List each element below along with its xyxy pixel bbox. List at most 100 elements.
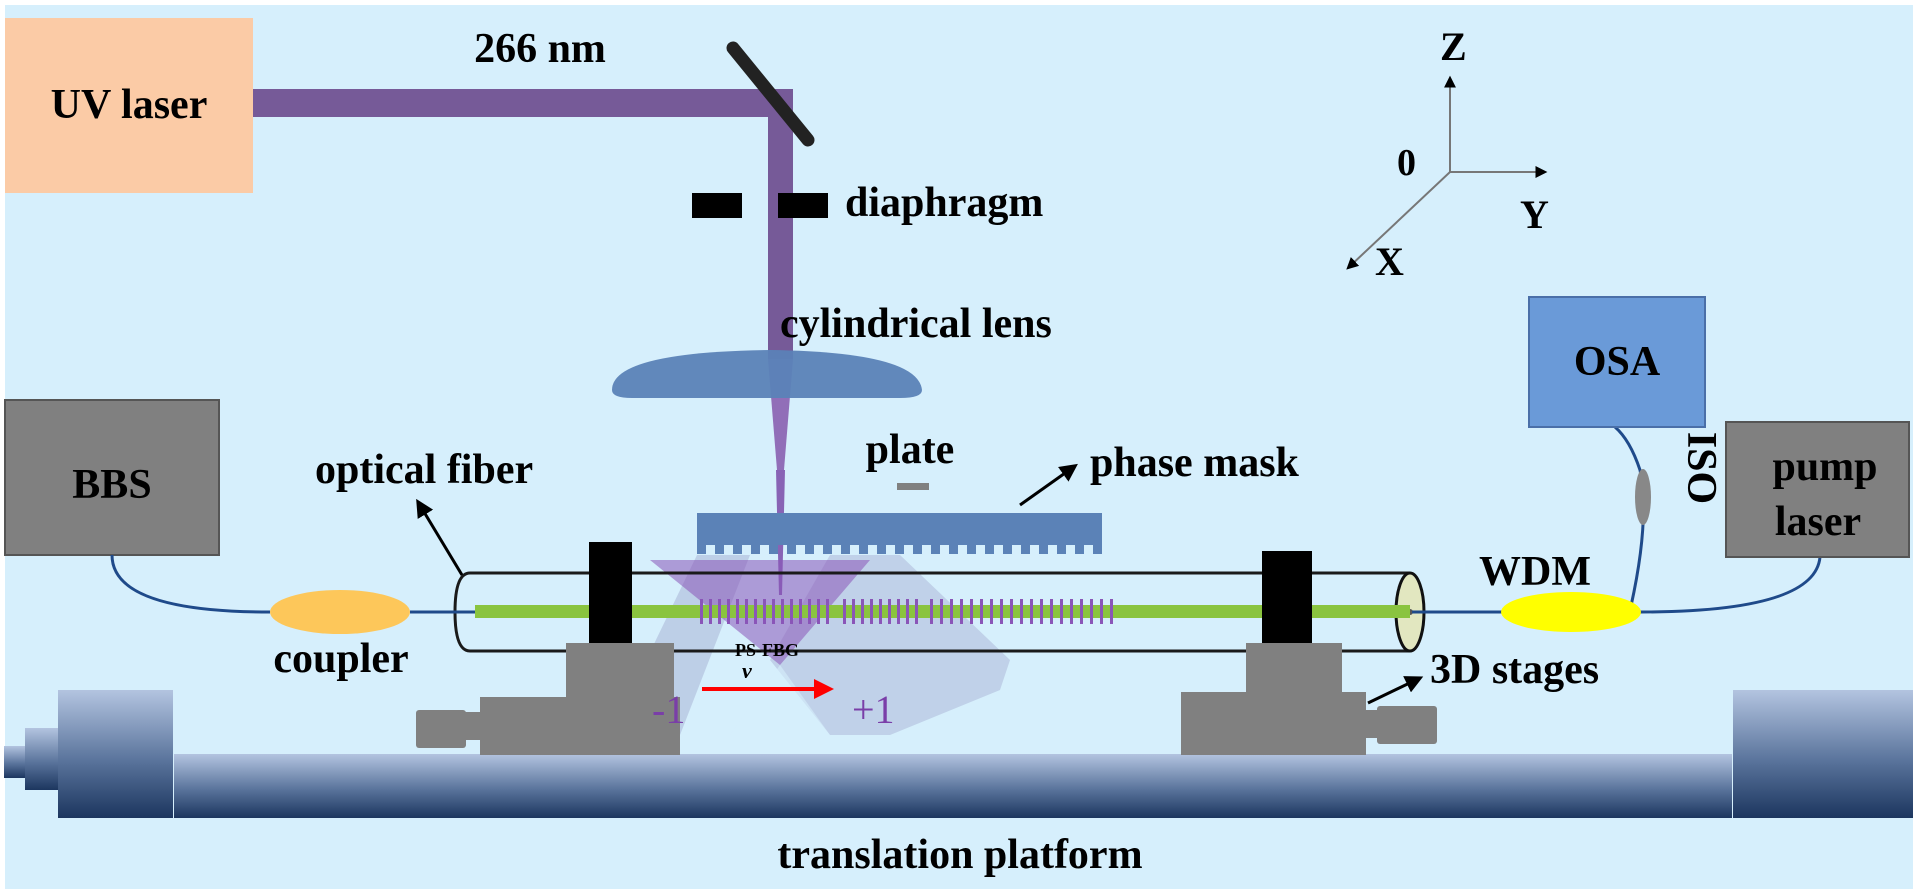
grating-line — [980, 599, 983, 624]
plus-one-order-label: +1 — [852, 687, 895, 732]
stage-left-upper — [566, 643, 674, 703]
beam-vertical — [768, 89, 793, 359]
x-axis — [1346, 171, 1451, 270]
detection-branch: ISO WDM OSA pump laser — [1412, 296, 1910, 632]
cylindrical-lens: cylindrical lens — [612, 301, 1052, 398]
rail-bar — [174, 754, 1732, 818]
uv-laser-box — [5, 18, 253, 193]
phase-mask-tooth — [1057, 545, 1066, 554]
phase-mask-tooth — [1021, 545, 1030, 554]
fiber-clamp-left — [589, 542, 632, 647]
phase-mask-tooth — [985, 545, 994, 554]
grating-line — [879, 599, 882, 624]
stages-label: 3D stages — [1430, 647, 1599, 693]
grating-line — [843, 599, 846, 624]
wavelength-label: 266 nm — [474, 26, 606, 72]
pump-fiber — [1639, 556, 1822, 614]
stage-left-lower — [480, 697, 680, 755]
phase-mask-body — [697, 513, 1102, 545]
grating-line — [1100, 599, 1103, 624]
background-panel — [5, 5, 1913, 889]
phase-mask-tooth — [1003, 545, 1012, 554]
grating-line — [906, 599, 909, 624]
grating-line — [709, 599, 712, 624]
translation-platform — [4, 690, 1913, 818]
bbs-fiber — [110, 554, 271, 614]
bbs-box — [4, 399, 220, 556]
pump-laser-label-line1: pump — [1772, 444, 1877, 490]
phase-mask-tooth — [931, 545, 940, 554]
grating-line — [754, 599, 757, 624]
fbg-grating-lines — [700, 599, 1113, 624]
phase-mask-tooth — [949, 545, 958, 554]
translation-platform-label: translation platform — [777, 832, 1142, 878]
phase-mask-tooth — [877, 545, 886, 554]
grating-line — [1050, 599, 1053, 624]
phase-mask-tooth — [967, 545, 976, 554]
grating-line — [781, 599, 784, 624]
grating-line — [915, 599, 918, 624]
grating-line — [1020, 599, 1023, 624]
grating-line — [745, 599, 748, 624]
plate-shape — [897, 483, 929, 490]
phase-mask-grating-teeth — [697, 545, 1102, 554]
grating-line — [1010, 599, 1013, 624]
grating-line — [888, 599, 891, 624]
grating-line — [1030, 599, 1033, 624]
diaphragm-right-blade — [778, 193, 828, 218]
osa-box — [1528, 296, 1706, 428]
grating-line — [1000, 599, 1003, 624]
ps-fbg-label: PS-FBG — [735, 640, 799, 660]
phase-mask-tooth — [715, 545, 724, 554]
phase-mask-tooth — [769, 545, 778, 554]
phase-mask-tooth — [913, 545, 922, 554]
grating-line — [826, 599, 829, 624]
grating-line — [790, 599, 793, 624]
pump-laser-box — [1725, 421, 1910, 558]
lens-shape — [612, 350, 922, 398]
wdm-label: WDM — [1479, 549, 1591, 595]
optical-fiber-annotation: optical fiber — [315, 447, 533, 576]
grating-line — [940, 599, 943, 624]
grating-line — [808, 599, 811, 624]
grating-line — [1040, 599, 1043, 624]
phase-mask: phase mask — [697, 440, 1300, 554]
grating-line — [1090, 599, 1093, 624]
fiber-clamp-right — [1262, 551, 1312, 646]
grating-line — [990, 599, 993, 624]
z-axis-label: Z — [1440, 24, 1467, 69]
grating-line — [700, 599, 703, 624]
optical-fiber-pointer-arrow — [416, 498, 464, 576]
phase-mask-tooth — [841, 545, 850, 554]
coupler-label: coupler — [273, 636, 408, 682]
cylindrical-lens-label: cylindrical lens — [780, 301, 1052, 347]
grating-line — [897, 599, 900, 624]
phase-mask-tooth — [697, 545, 706, 554]
phase-mask-pointer-arrow — [1019, 463, 1078, 507]
stage-left-neck — [463, 712, 485, 740]
stage-left — [416, 542, 680, 755]
plate-label: plate — [866, 427, 955, 473]
grating-line — [1060, 599, 1063, 624]
phase-mask-tooth — [787, 545, 796, 554]
uv-laser: UV laser — [5, 18, 253, 193]
stage-right-lower — [1181, 692, 1366, 755]
grating-line — [861, 599, 864, 624]
grating-line — [870, 599, 873, 624]
phase-mask-tooth — [823, 545, 832, 554]
isolator-label: ISO — [1678, 432, 1724, 504]
stage-right: 3D stages — [1181, 551, 1599, 755]
y-axis-label: Y — [1520, 192, 1549, 237]
osa-label: OSA — [1574, 339, 1661, 385]
bbs: BBS — [4, 399, 271, 614]
beam-horizontal — [253, 89, 793, 117]
grating-line — [763, 599, 766, 624]
phase-mask-tooth — [1075, 545, 1084, 554]
grating-line — [1080, 599, 1083, 624]
grating-line — [727, 599, 730, 624]
rail-end-cap-small — [4, 746, 26, 778]
grating-line — [852, 599, 855, 624]
scan-motion: v -1 +1 — [652, 658, 895, 732]
grating-line — [930, 599, 933, 624]
grating-line — [970, 599, 973, 624]
